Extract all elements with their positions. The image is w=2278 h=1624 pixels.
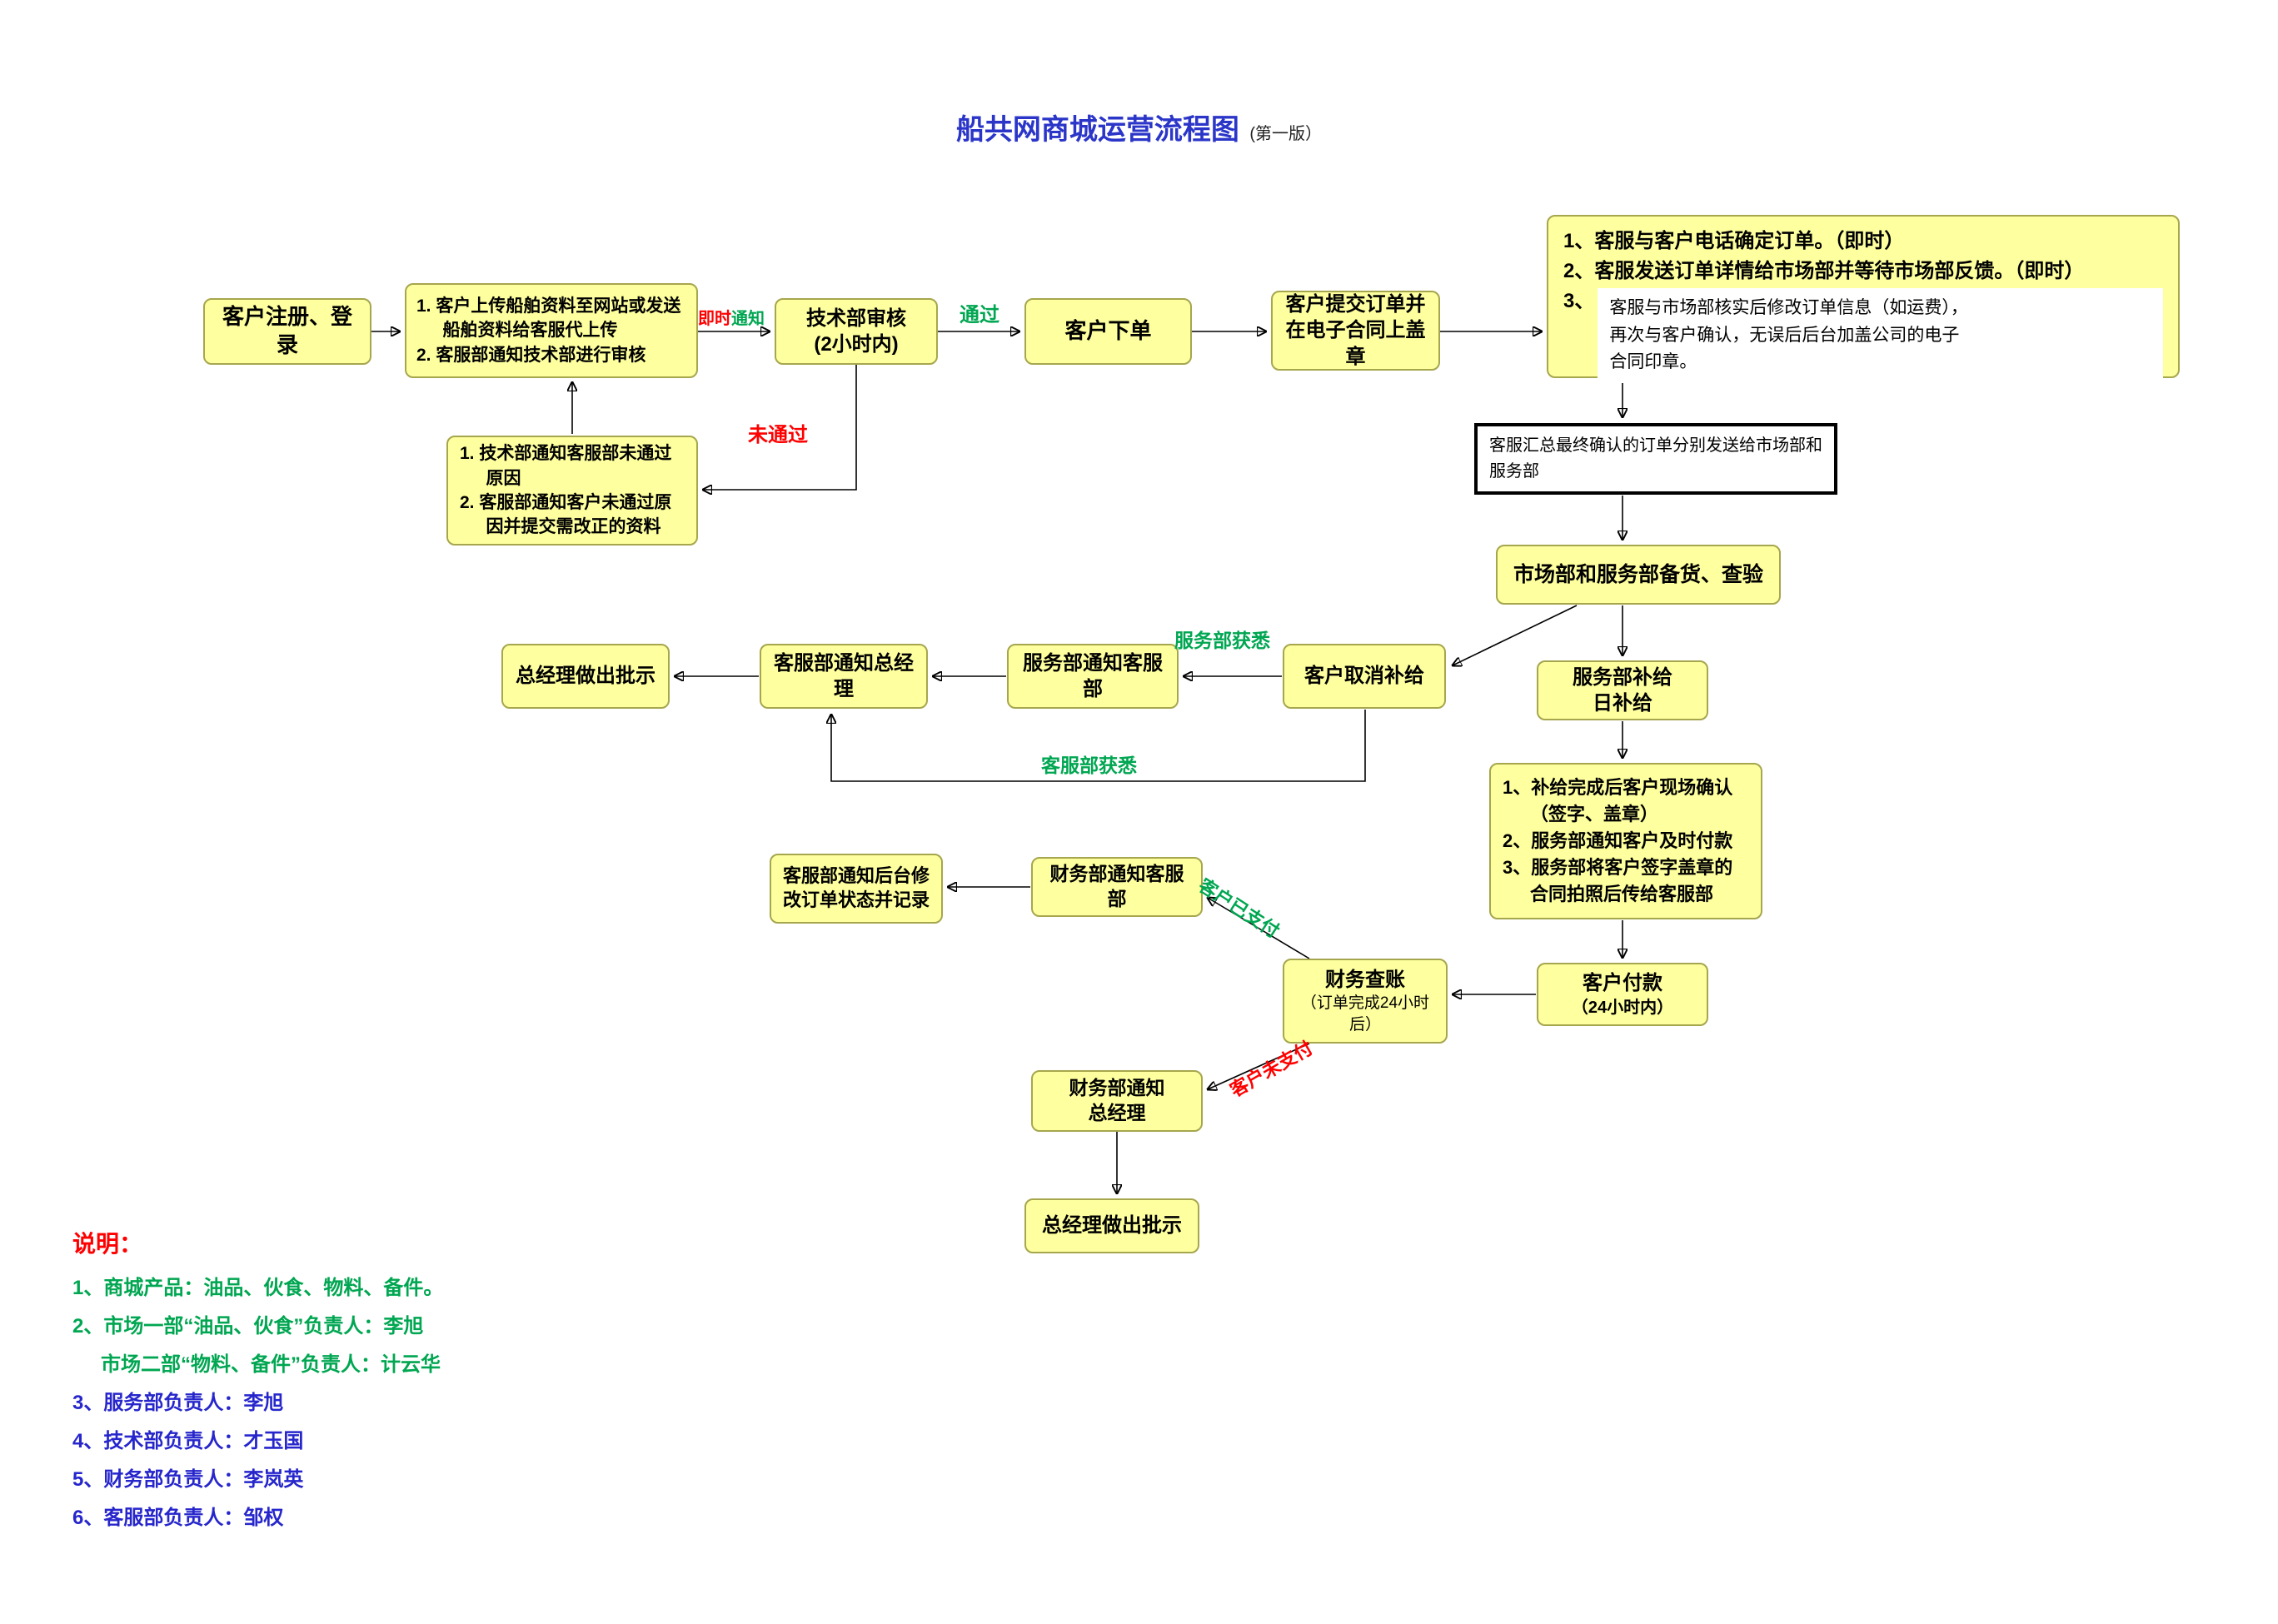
after-supply-item2: 2、服务部通知客户及时付款	[1503, 830, 1733, 852]
edge-label-svc-informed: 服务部获悉	[1174, 630, 1270, 651]
legend-heading: 说明：	[72, 1231, 143, 1257]
tech-review-line2: (2小时内)	[814, 333, 899, 356]
node-register: 客户注册、登录	[203, 298, 371, 365]
cs-confirm-item2: 2、客服发送订单详情给市场部并等待市场部反馈。（即时）	[1563, 260, 2085, 283]
gm-instruction2-label: 总经理做出批示	[1042, 1214, 1182, 1238]
payment-line2: （24小时内）	[1571, 998, 1674, 1017]
edge-label-paid: 客户已支付	[1194, 874, 1284, 943]
node-payment: 客户付款 （24小时内）	[1537, 963, 1708, 1026]
fin-notify-gm-line2: 总经理	[1088, 1102, 1146, 1123]
node-submit-order: 客户提交订单并在电子合同上盖章	[1271, 291, 1440, 371]
node-cs-dispatch: 客服汇总最终确认的订单分别发送给市场部和服务部	[1474, 423, 1837, 495]
after-supply-item1: 1、补给完成后客户现场确认（签字、盖章）	[1503, 777, 1733, 825]
edge-label-notify: 通知	[731, 310, 765, 328]
node-daily-supply: 服务部补给 日补给	[1537, 660, 1708, 720]
legend-item-cs: 6、客服部负责人：邹权	[72, 1507, 284, 1529]
node-cs-backend: 客服部通知后台修改订单状态并记录	[770, 854, 943, 924]
node-place-order: 客户下单	[1024, 298, 1192, 365]
prepare-label: 市场部和服务部备货、查验	[1513, 562, 1763, 586]
daily-supply-line1: 服务部补给	[1573, 665, 1672, 689]
node-svc-notify-cs: 服务部通知客服部	[1007, 644, 1179, 709]
legend-item-products: 1、商城产品：油品、伙食、物料、备件。	[72, 1277, 444, 1299]
audit-title: 财务查账	[1325, 968, 1405, 991]
node-cs-confirm: 1、客服与客户电话确定订单。（即时） 2、客服发送订单详情给市场部并等待市场部反…	[1547, 215, 2180, 384]
cs-backend-label: 客服部通知后台修改订单状态并记录	[782, 865, 930, 910]
review-fail-item1: 1. 技术部通知客服部未通过原因	[460, 444, 672, 488]
tech-review-line1: 技术部审核	[806, 306, 906, 330]
cs-notify-gm-label: 客服部通知总经理	[774, 651, 914, 700]
node-prepare: 市场部和服务部备货、查验	[1496, 545, 1781, 605]
edge-label-pass: 通过	[960, 304, 999, 326]
node-gm-instruction1: 总经理做出批示	[501, 644, 670, 709]
node-upload-info: 1. 客户上传船舶资料至网站或发送船舶资料给客服代上传 2. 客服部通知技术部进…	[405, 283, 698, 378]
cancel-supply-label: 客户取消补给	[1304, 665, 1424, 688]
payment-line1: 客户付款	[1583, 972, 1662, 995]
audit-sub: （订单完成24小时后）	[1300, 994, 1430, 1034]
legend-item-market1: 2、市场一部“油品、伙食”负责人：李旭	[72, 1315, 424, 1338]
legend-item-service: 3、服务部负责人：李旭	[72, 1392, 284, 1414]
edge-label-cs-informed: 客服部获悉	[1041, 755, 1137, 776]
upload-info-item1: 1. 客户上传船舶资料至网站或发送船舶资料给客服代上传	[416, 296, 681, 341]
edge-label-fail: 未通过	[748, 424, 808, 446]
edge-label-instant-notify: 即时通知	[698, 305, 765, 329]
edge-label-instant: 即时	[698, 310, 731, 328]
legend-item-market2: 市场二部“物料、备件”负责人：计云华	[101, 1353, 441, 1376]
svc-notify-cs-label: 服务部通知客服部	[1023, 651, 1163, 700]
submit-order-label: 客户提交订单并在电子合同上盖章	[1285, 293, 1426, 368]
node-audit: 财务查账 （订单完成24小时后）	[1283, 959, 1448, 1044]
node-cs-notify-gm: 客服部通知总经理	[760, 644, 928, 709]
node-gm-instruction2: 总经理做出批示	[1024, 1198, 1199, 1253]
after-supply-item3: 3、服务部将客户签字盖章的合同拍照后传给客服部	[1503, 856, 1733, 904]
node-fin-notify-cs: 财务部通知客服部	[1031, 857, 1203, 917]
node-review-fail: 1. 技术部通知客服部未通过原因 2. 客服部通知客户未通过原因并提交需改正的资…	[446, 436, 698, 545]
title-version: (第一版）	[1249, 125, 1323, 143]
cs-confirm-item3-text: 客服与市场部核实后修改订单信息（如运费），再次与客户确认，无误后后台加盖公司的电…	[1598, 288, 2163, 384]
node-register-label: 客户注册、登录	[222, 304, 352, 357]
gm-instruction1-label: 总经理做出批示	[516, 665, 655, 688]
upload-info-item2: 2. 客服部通知技术部进行审核	[416, 345, 646, 365]
node-tech-review: 技术部审核 (2小时内)	[775, 298, 938, 365]
cs-confirm-item1: 1、客服与客户电话确定订单。（即时）	[1563, 230, 1905, 252]
cs-confirm-item3-row: 3、 客服与市场部核实后修改订单信息（如运费），再次与客户确认，无误后后台加盖公…	[1563, 288, 2163, 384]
legend: 说明： 1、商城产品：油品、伙食、物料、备件。 2、市场一部“油品、伙食”负责人…	[72, 1226, 443, 1539]
edge-label-unpaid: 客户未支付	[1226, 1037, 1317, 1101]
node-cancel-supply: 客户取消补给	[1283, 644, 1446, 709]
node-fin-notify-gm: 财务部通知 总经理	[1031, 1070, 1203, 1132]
legend-item-tech: 4、技术部负责人：才玉国	[72, 1430, 304, 1452]
place-order-label: 客户下单	[1064, 318, 1152, 344]
title-text: 船共网商城运营流程图	[955, 114, 1239, 146]
review-fail-item2: 2. 客服部通知客户未通过原因并提交需改正的资料	[460, 493, 672, 537]
fin-notify-gm-line1: 财务部通知	[1069, 1077, 1165, 1099]
cs-dispatch-label: 客服汇总最终确认的订单分别发送给市场部和服务部	[1489, 436, 1822, 481]
page-title: 船共网商城运营流程图 (第一版）	[0, 107, 2278, 147]
node-after-supply: 1、补给完成后客户现场确认（签字、盖章） 2、服务部通知客户及时付款 3、服务部…	[1489, 763, 1762, 919]
cs-confirm-item3-prefix: 3、	[1563, 290, 1595, 313]
fin-notify-cs-label: 财务部通知客服部	[1049, 863, 1184, 909]
legend-item-finance: 5、财务部负责人：李岚英	[72, 1468, 304, 1491]
arrow-prepare-cancel	[1453, 605, 1578, 665]
daily-supply-line2: 日补给	[1593, 692, 1652, 715]
